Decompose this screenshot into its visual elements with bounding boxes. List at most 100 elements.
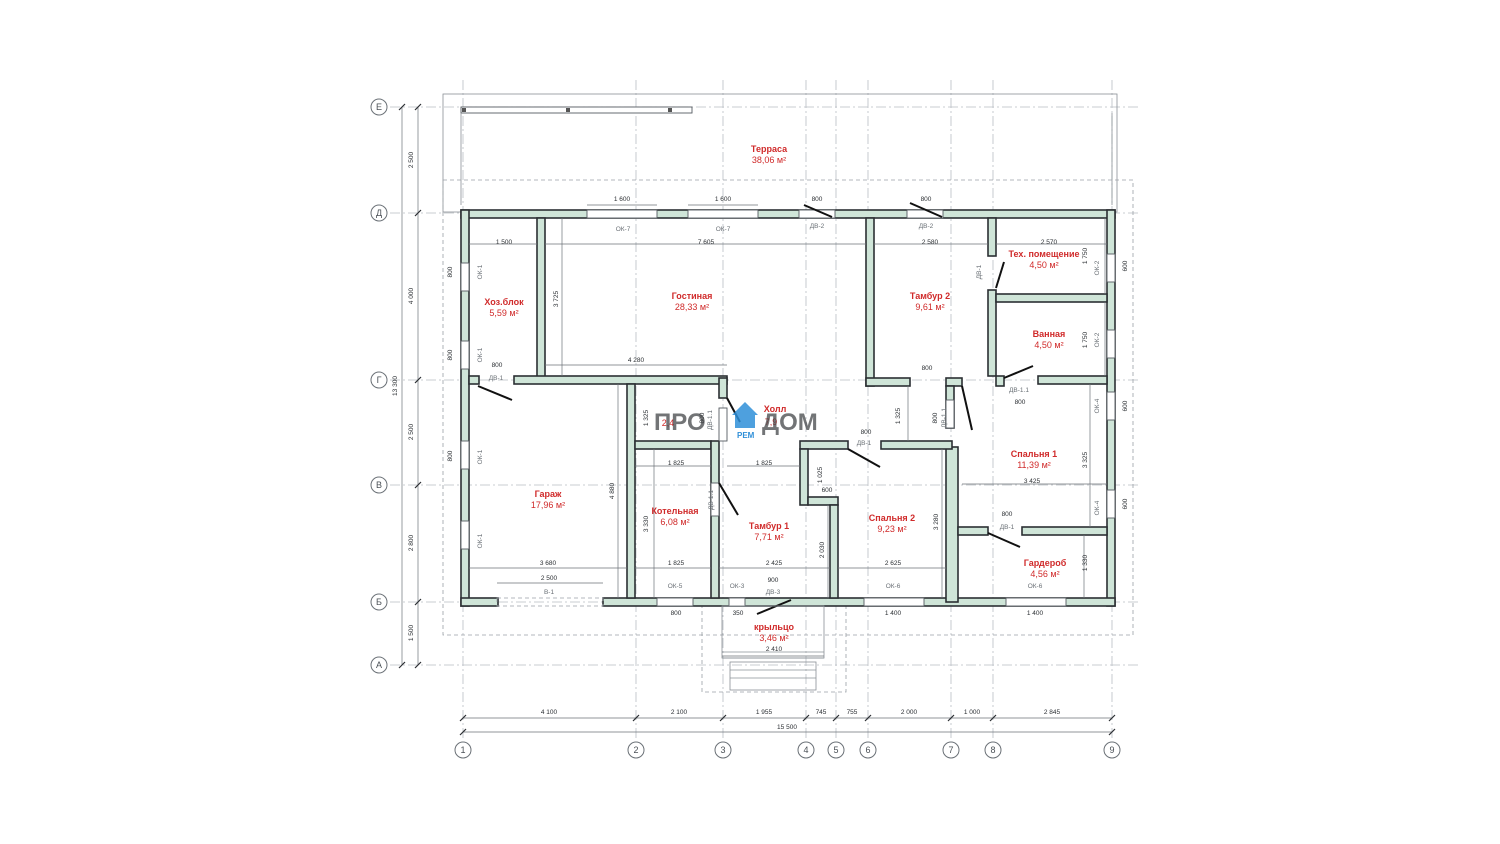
prodom-logo: ПРО РЕМ ДОМ (654, 402, 818, 440)
dimension-label: 2 500 (408, 423, 415, 440)
room-area-hall: 7,9 (765, 417, 778, 427)
dimension-label: 755 (847, 709, 858, 716)
dimension-label: 2 425 (766, 560, 783, 567)
dimension-label: 350 (733, 610, 744, 617)
room-name-tambur1: Тамбур 1 (749, 521, 789, 531)
room-area-bed2: 9,23 м² (877, 524, 906, 534)
dimension-label: 2 100 (671, 709, 688, 716)
axis-marker-col-1: 1 (454, 741, 472, 759)
room-name-bed2: Спальня 2 (869, 513, 915, 523)
dimension-label: 15 500 (777, 724, 797, 731)
opening-tag: ОК-4 (1094, 500, 1101, 515)
dimension-label: 600 (822, 487, 833, 494)
dimension-label: 600 (1122, 260, 1129, 271)
openings (460, 209, 1116, 607)
room-area-hoz: 5,59 м² (489, 308, 518, 318)
dimension-label: 800 (699, 412, 706, 423)
dimension-label: 2 800 (408, 534, 415, 551)
dimension-label: 2 500 (408, 151, 415, 168)
opening-tag: ДВ-1.1 (707, 410, 714, 430)
dimension-label: 1 500 (408, 624, 415, 641)
dimension-label: 800 (492, 362, 503, 369)
opening-tag: ДВ-1 (1000, 524, 1015, 531)
dimension-label: 1 600 (715, 196, 732, 203)
axis-label: 7 (948, 745, 953, 755)
room-area-garage: 17,96 м² (531, 500, 565, 510)
dimension-label: 1 330 (1082, 554, 1089, 571)
dimension-label: 3 425 (1024, 478, 1041, 485)
axis-marker-row-В: В (370, 476, 388, 494)
room-name-bath: Ванная (1033, 329, 1066, 339)
room-name-porch: крыльцо (754, 622, 794, 632)
dimension-label: 2 410 (766, 646, 783, 653)
porch-steps (496, 597, 825, 691)
room-name-boiler: Котельная (651, 506, 698, 516)
room-area-tambur1: 7,71 м² (754, 532, 783, 542)
dimension-label: 1 600 (614, 196, 631, 203)
room-area-terrace: 38,06 м² (752, 155, 786, 165)
opening-tag: ОК-2 (1094, 260, 1101, 275)
dimension-label: 800 (671, 610, 682, 617)
axis-label: 3 (720, 745, 725, 755)
axis-marker-col-2: 2 (627, 741, 645, 759)
opening-tag: ДВ-2 (810, 223, 825, 230)
axis-marker-row-Д: Д (370, 204, 388, 222)
room-area-bed1: 11,39 м² (1017, 460, 1051, 470)
axis-marker-col-5: 5 (827, 741, 845, 759)
dimension-label: 745 (816, 709, 827, 716)
dimension-label: 1 750 (1082, 247, 1089, 264)
dimension-label: 900 (768, 577, 779, 584)
dimension-label: 2 570 (1041, 239, 1058, 246)
dimension-label: 1 825 (756, 460, 773, 467)
room-labels: Терраса 38,06 м² Хоз.блок 5,59 м² Гостин… (484, 144, 1079, 643)
dimension-label: 800 (1002, 511, 1013, 518)
dimension-label: 3 280 (933, 513, 940, 530)
opening-tag: В-1 (544, 589, 555, 596)
bottom-dimension-chain (459, 714, 1116, 736)
dimension-label: 3 330 (643, 515, 650, 532)
opening-tag: ДВ-1 (976, 264, 983, 279)
axis-label: А (376, 660, 382, 670)
opening-tag: ДВ-1.1 (1009, 387, 1029, 394)
axis-label: Е (376, 102, 382, 112)
dimension-label: 800 (922, 365, 933, 372)
axis-marker-row-Г: Г (370, 371, 388, 389)
axis-marker-row-А: А (370, 656, 388, 674)
opening-tag: ОК-1 (477, 533, 484, 548)
room-name-tech: Тех. помещение (1009, 249, 1080, 259)
opening-tag: ДВ-2 (919, 223, 934, 230)
dimension-label: 600 (1122, 400, 1129, 411)
dimension-label: 800 (921, 196, 932, 203)
dimension-label: 3 725 (553, 290, 560, 307)
room-area-tambur2: 9,61 м² (915, 302, 944, 312)
axis-label: 9 (1109, 745, 1114, 755)
dimension-label: 1 025 (817, 466, 824, 483)
room-area-wardrobe: 4,56 м² (1030, 569, 1059, 579)
room-name-terrace: Терраса (751, 144, 788, 154)
room-area-boiler: 6,08 м² (660, 517, 689, 527)
axis-marker-col-8: 8 (984, 741, 1002, 759)
opening-tag: ОК-2 (1094, 332, 1101, 347)
dimension-label: 4 880 (609, 482, 616, 499)
dimension-label: 800 (1015, 399, 1026, 406)
axis-marker-col-7: 7 (942, 741, 960, 759)
house-icon (732, 402, 758, 428)
axis-label: Г (377, 375, 382, 385)
opening-tag: ДВ-1.1 (941, 408, 948, 428)
dimension-label: 2 030 (819, 541, 826, 558)
opening-tag: ОК-1 (477, 264, 484, 279)
room-area-bath: 4,50 м² (1034, 340, 1063, 350)
dimension-label: 3 680 (540, 560, 557, 567)
opening-tag: ОК-6 (886, 583, 901, 590)
opening-tag: ДВ-1 (489, 375, 504, 382)
dimension-label: 1 825 (668, 560, 685, 567)
room-name-wardrobe: Гардероб (1024, 558, 1067, 568)
dimension-label: 1 325 (895, 407, 902, 424)
room-name-garage: Гараж (535, 489, 562, 499)
room-area-tech: 4,50 м² (1029, 260, 1058, 270)
